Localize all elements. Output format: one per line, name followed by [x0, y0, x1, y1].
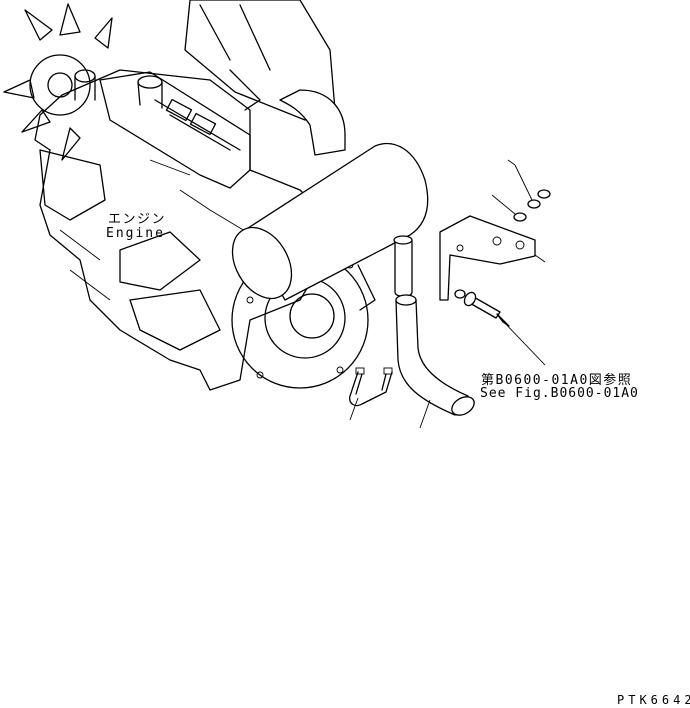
u-bolt-illustration [349, 367, 393, 407]
muffler-illustration [231, 142, 429, 311]
bracket-illustration [439, 215, 536, 301]
leader-lines [349, 159, 546, 429]
figure-reference-english: See Fig.B0600-01A0 [480, 386, 639, 401]
engine-label-japanese: エンジン [108, 212, 167, 227]
air-cleaner-illustration [184, 0, 346, 156]
engine-illustration [3, 3, 369, 391]
bolt-illustration [463, 291, 501, 319]
engine-label-english: Engine [106, 226, 165, 241]
tail-pipe-illustration [395, 294, 475, 416]
nut-washer-illustration [454, 189, 551, 299]
figure-reference-japanese: 第B0600-01A0図参照 [481, 373, 633, 388]
drawing-code: PTK6642 [617, 693, 690, 707]
